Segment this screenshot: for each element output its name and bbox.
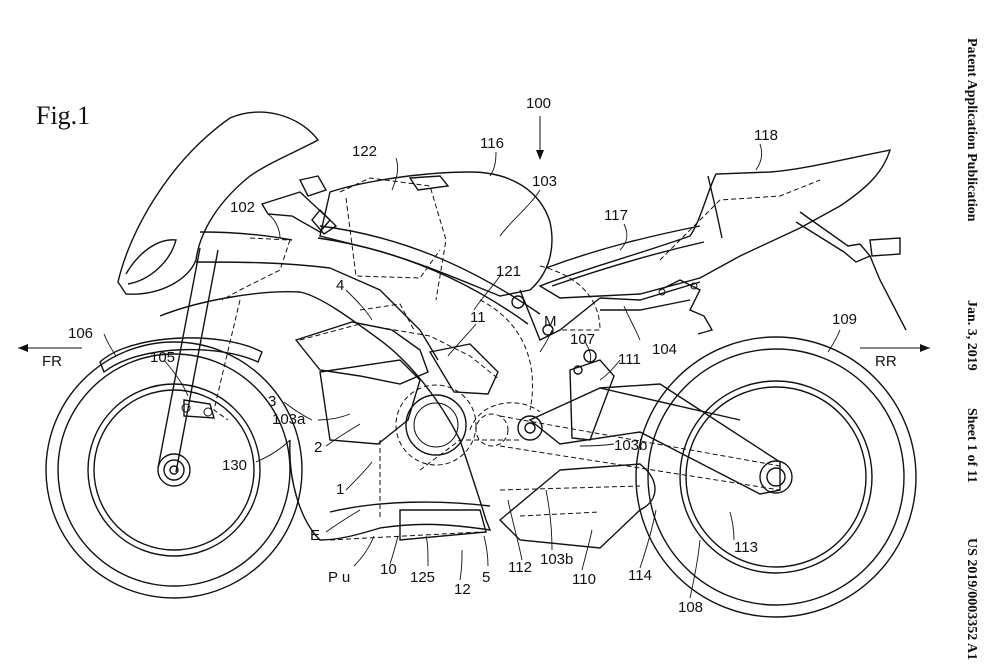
label-103b-bottom: 103b (540, 551, 573, 568)
label-10: 10 (380, 561, 397, 578)
label-106: 106 (68, 325, 93, 342)
rear-label: RR (875, 353, 897, 370)
label-116: 116 (480, 135, 504, 152)
side-fairing (159, 291, 492, 541)
label-113: 113 (734, 539, 758, 556)
label-100: 100 (526, 95, 551, 112)
front-arrow (18, 344, 82, 352)
label-4: 4 (336, 277, 344, 294)
label-1: 1 (336, 481, 344, 498)
label-5: 5 (482, 569, 490, 586)
rear-wheel (635, 336, 917, 618)
engine (294, 303, 499, 466)
under-cowl (399, 463, 656, 549)
label-111: 111 (618, 351, 641, 368)
label-Pu: P u (328, 569, 350, 586)
label-117: 117 (604, 207, 628, 224)
header-number: US 2019/0003352 A1 (964, 538, 979, 660)
label-E: E (310, 527, 320, 544)
tail-section (538, 149, 907, 331)
label-121: 121 (496, 263, 521, 280)
fuel-tank (317, 171, 553, 325)
label-105: 105 (150, 349, 175, 366)
front-fairing (117, 111, 439, 361)
figure-label: Fig.1 (36, 101, 90, 130)
label-M: M (544, 313, 557, 330)
label-103a: 103a (272, 411, 306, 428)
label-12: 12 (454, 581, 471, 598)
label-108: 108 (678, 599, 703, 616)
label-122: 122 (352, 143, 377, 160)
handlebar (260, 175, 338, 235)
main-frame (213, 177, 534, 541)
leader-lines (103, 143, 841, 599)
label-125: 125 (410, 569, 435, 586)
label-2: 2 (314, 439, 322, 456)
label-107: 107 (570, 331, 595, 348)
label-114: 114 (628, 567, 652, 584)
rear-arrow (860, 344, 930, 352)
label-102: 102 (230, 199, 255, 216)
label-104: 104 (652, 341, 677, 358)
label-3: 3 (268, 393, 276, 410)
label-103: 103 (532, 173, 557, 190)
label-130: 130 (222, 457, 247, 474)
label-112: 112 (508, 559, 532, 576)
front-fork (157, 247, 219, 473)
front-label: FR (42, 353, 62, 370)
header-publication: Patent Application Publication (964, 38, 979, 222)
front-wheel (45, 341, 303, 599)
header-sheet: Sheet 1 of 11 (964, 408, 979, 483)
drive-chain (499, 415, 781, 491)
label-118: 118 (754, 127, 778, 144)
reference-labels: 100 116 118 122 103 102 117 121 4 11 M 1… (68, 95, 857, 616)
label-110: 110 (572, 571, 596, 588)
header-date: Jan. 3, 2019 (964, 300, 979, 371)
rear-frame (511, 279, 714, 441)
side-header: Patent Application Publication Jan. 3, 2… (964, 38, 979, 660)
front-fender (99, 337, 263, 374)
label-109: 109 (832, 311, 857, 328)
label-103b-top: 103b (614, 437, 647, 454)
label-11: 11 (470, 309, 486, 326)
